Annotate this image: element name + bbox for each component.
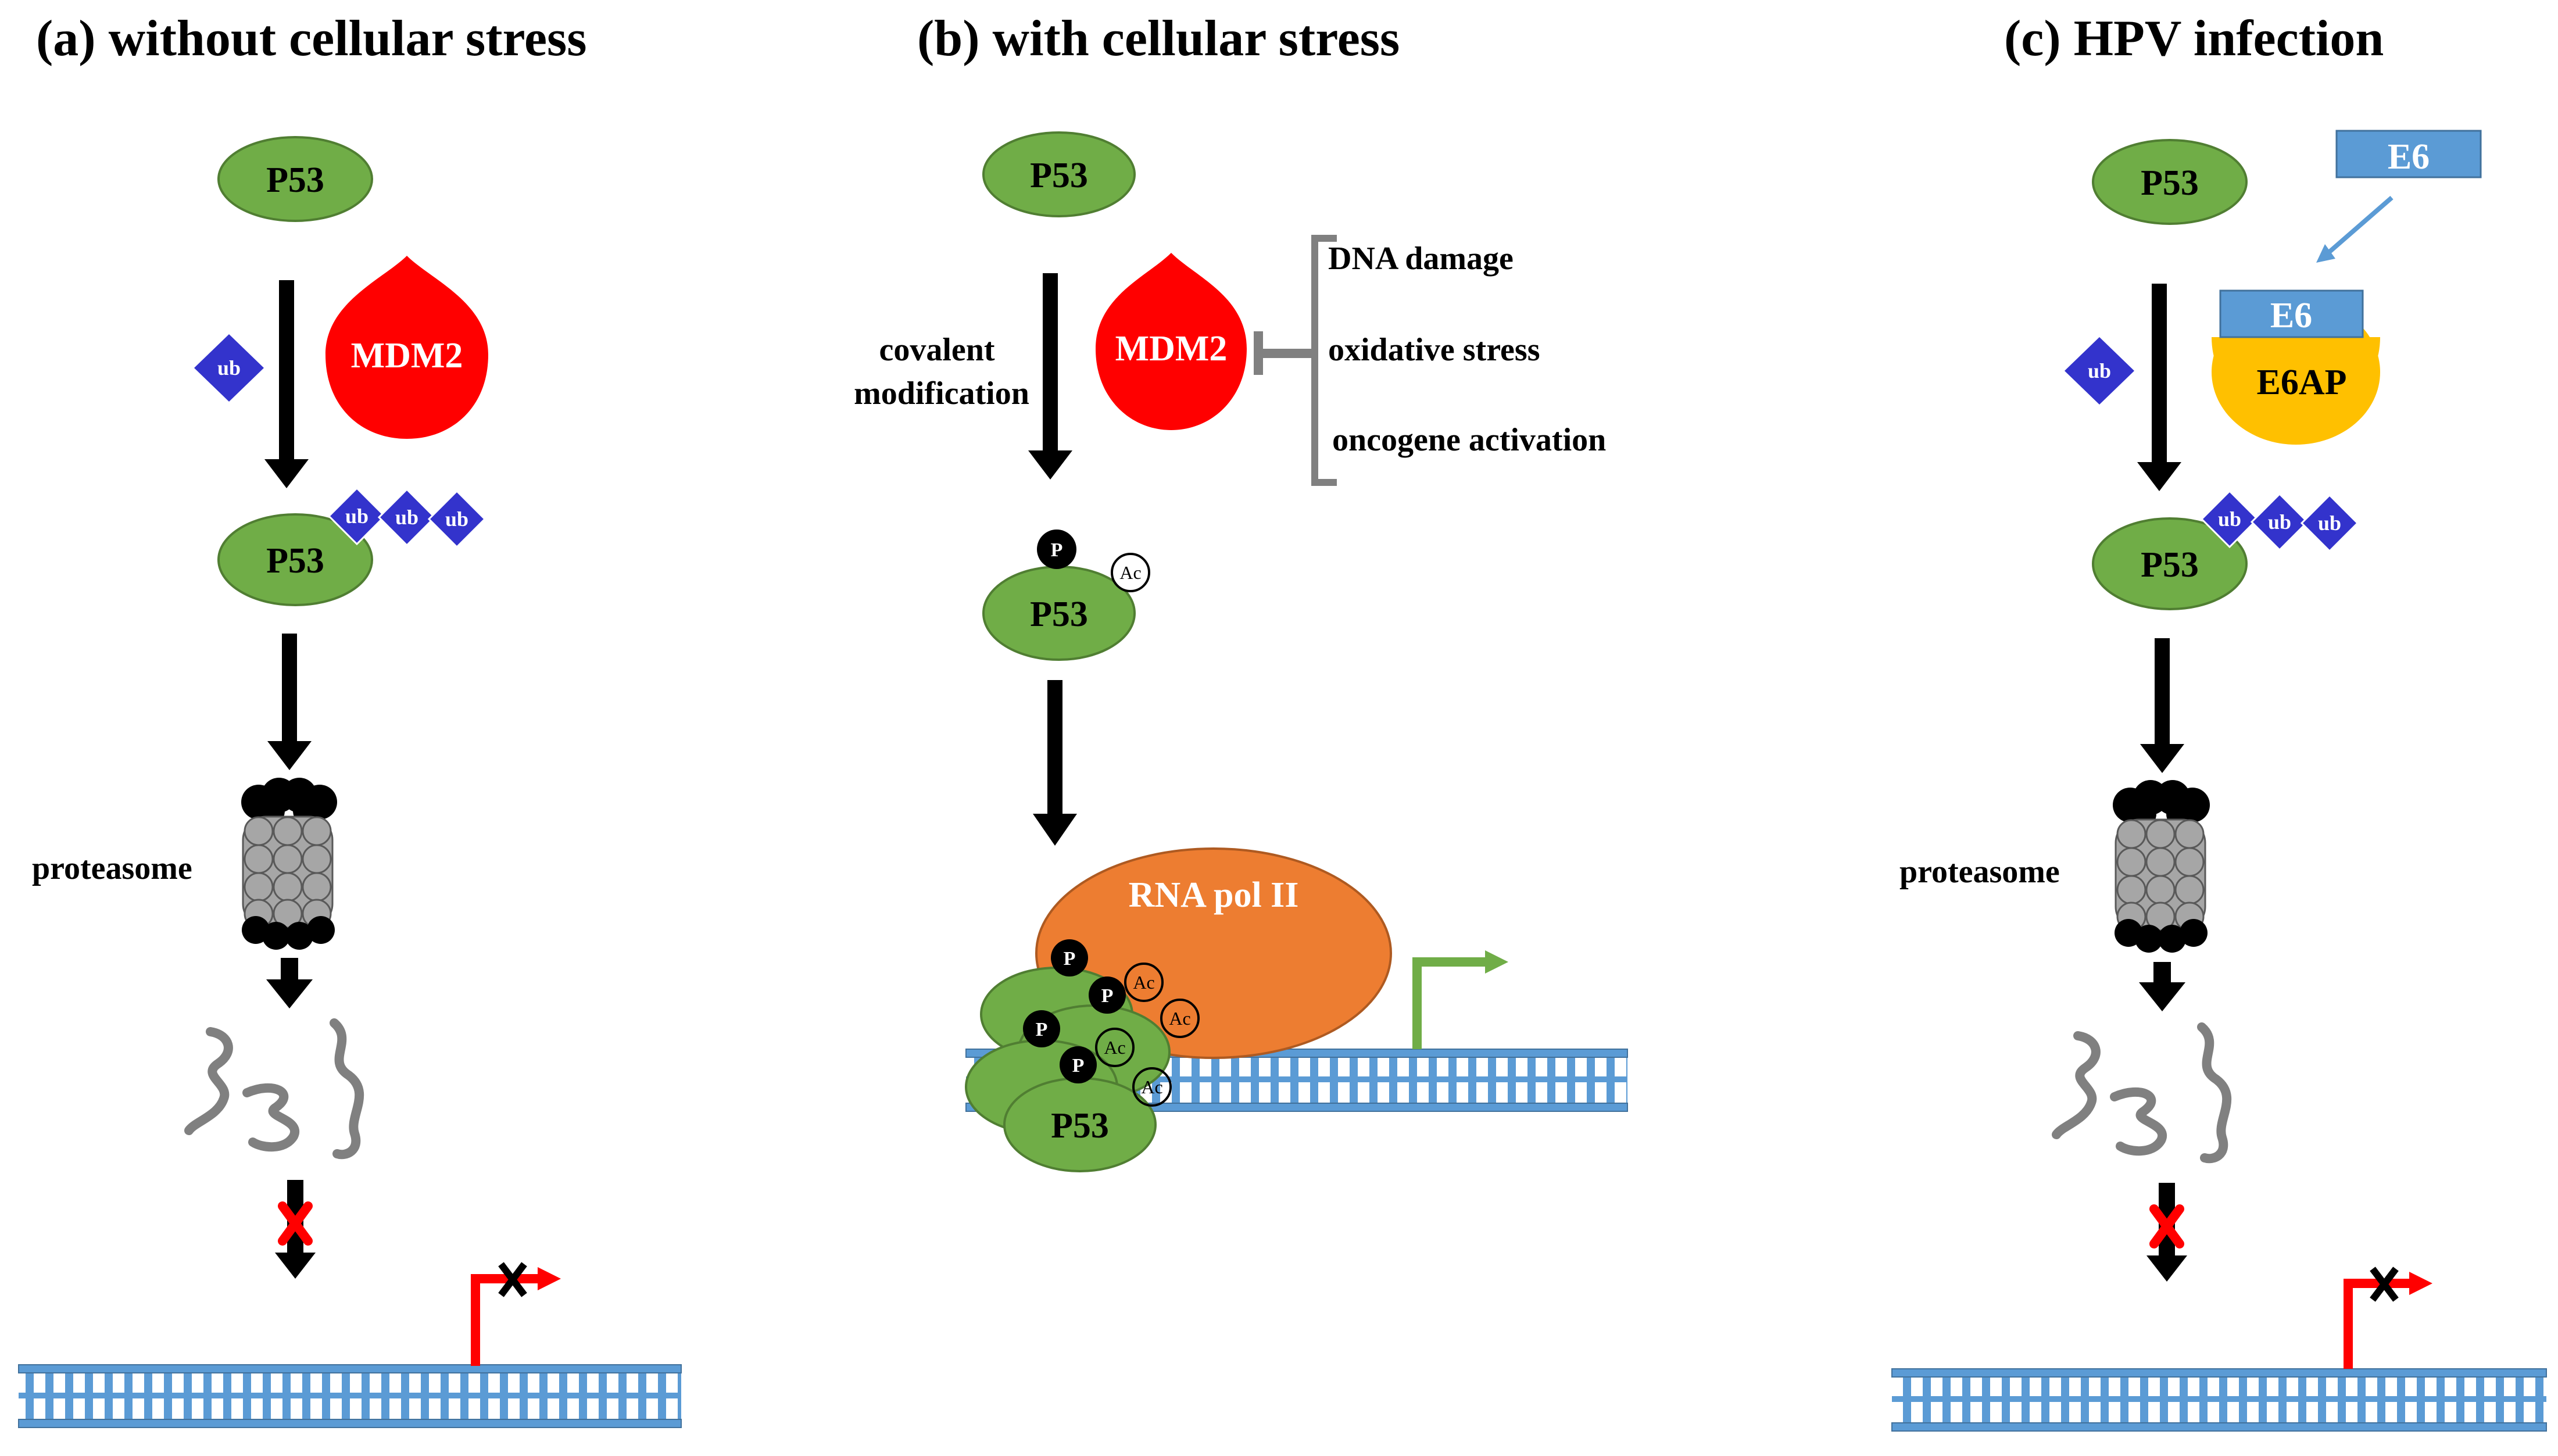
p53-label: P53	[2141, 163, 2199, 203]
ub-a-free: ub	[194, 334, 264, 402]
panel-a-title: (a) without cellular stress	[36, 10, 587, 67]
p53-label: P53	[1030, 156, 1088, 195]
phospho-marker	[1051, 939, 1088, 976]
p53-label: P53	[266, 160, 324, 200]
arrow-c1-head	[2137, 462, 2181, 491]
stress-factor-item: oncogene activation	[1332, 422, 1606, 458]
phospho-marker	[1089, 976, 1126, 1014]
ub-label: ub	[2268, 510, 2291, 534]
acetyl-marker	[1160, 999, 1200, 1038]
promoter-blocked-c	[2344, 1267, 2432, 1369]
acetyl-marker	[1095, 1028, 1135, 1067]
mdm2-label: MDM2	[351, 336, 463, 375]
degraded-peptide-c	[2052, 1022, 2232, 1164]
panel-a: (a) without cellular stress P53 MDM2 ub …	[18, 10, 682, 1428]
ub-label: ub	[395, 506, 418, 529]
e6-label: E6	[2270, 296, 2312, 335]
proteasome-cap-bottom	[242, 916, 335, 950]
proteasome-cap-bottom	[2115, 919, 2208, 953]
arrow-a3-head	[266, 979, 313, 1008]
acetyl-marker	[1132, 1067, 1172, 1107]
arrow-b1-head	[1028, 450, 1072, 480]
arrow-c4-head	[2146, 1255, 2187, 1282]
blocked-x-c	[2149, 1204, 2184, 1248]
ub-label: ub	[345, 505, 369, 528]
phospho-label: P	[1072, 1055, 1085, 1076]
phospho-marker	[1023, 1010, 1060, 1047]
degraded-peptide-a	[184, 1018, 364, 1160]
p53-a-ubiquitinated: P53	[217, 513, 373, 606]
proteasome-label: proteasome	[1899, 854, 2060, 890]
covalent-label-line2: modification	[854, 375, 1029, 412]
arrow-a4-head	[275, 1253, 316, 1279]
ub-c-free: ub	[2065, 337, 2134, 405]
e6-bound	[2219, 289, 2364, 338]
dna-c	[1891, 1368, 2547, 1432]
acetyl-marker	[1124, 963, 1164, 1002]
e6ap-label: E6AP	[2257, 363, 2347, 402]
proteasome-label: proteasome	[32, 850, 192, 886]
phospho-label: P	[1036, 1019, 1048, 1040]
mdm2-label: MDM2	[1115, 329, 1228, 369]
phospho-label: P	[1101, 985, 1114, 1007]
acetyl-label: Ac	[1133, 972, 1154, 993]
promoter-blocked-a	[471, 1262, 561, 1366]
p53-a-top: P53	[217, 136, 373, 222]
dna-a	[18, 1364, 682, 1428]
blocked-x-a	[278, 1201, 313, 1246]
phospho-label: P	[1064, 948, 1076, 970]
ub-label: ub	[445, 507, 468, 531]
panel-c: (c) HPV infection E6 P53 ub E6AP E6 P53	[1891, 10, 2547, 1432]
stress-factor-item: DNA damage	[1328, 241, 1514, 277]
p53-label: P53	[2141, 545, 2199, 585]
phospho-marker	[1060, 1046, 1097, 1083]
p53-c-ubiquitinated: P53	[2092, 517, 2248, 610]
ub-label: ub	[217, 356, 241, 380]
promoter-active-b	[1412, 950, 1508, 1049]
acetyl-marker	[1111, 553, 1150, 592]
stress-factor-item: oxidative stress	[1328, 332, 1540, 368]
panel-c-title: (c) HPV infection	[2004, 10, 2384, 67]
p53-b-top: P53	[982, 131, 1136, 217]
ub-label: ub	[2088, 359, 2111, 382]
inhibition-bracket	[1254, 235, 1337, 486]
e6-free: E6	[2335, 130, 2482, 178]
rna-pol-label: RNA pol II	[1129, 875, 1299, 915]
e6-label: E6	[2388, 137, 2430, 177]
p53-b-modified: P53 P Ac	[982, 530, 1150, 661]
acetyl-label: Ac	[1104, 1037, 1125, 1058]
phospho-label: P	[1051, 539, 1063, 561]
mdm2-a: MDM2	[325, 256, 488, 439]
covalent-label-line1: covalent	[879, 332, 994, 368]
e6-e6ap-complex: E6AP E6	[2212, 289, 2380, 445]
ub-chain-c: ub ub ub	[2200, 489, 2359, 553]
panel-b: (b) with cellular stress P53 covalent mo…	[854, 10, 1628, 1172]
acetyl-label: Ac	[1119, 562, 1141, 583]
proteasome-c	[2113, 780, 2210, 953]
acetyl-label: Ac	[1141, 1076, 1162, 1097]
panel-b-title: (b) with cellular stress	[917, 10, 1400, 67]
arrow-e6-binding-head	[2316, 244, 2335, 263]
arrow-c3-head	[2139, 982, 2185, 1011]
arrow-c2-head	[2140, 744, 2184, 773]
ub-chain-a: ub ub ub	[327, 486, 486, 549]
proteasome-a	[241, 778, 337, 950]
arrow-e6-binding	[2323, 195, 2394, 258]
acetyl-label: Ac	[1169, 1008, 1190, 1029]
mdm2-b: MDM2	[1096, 253, 1247, 430]
stress-factor-list: DNA damage oxidative stress oncogene act…	[1328, 241, 1606, 458]
p53-c-top: P53	[2092, 139, 2248, 225]
arrow-b2-head	[1033, 814, 1077, 846]
p53-label: P53	[1030, 595, 1088, 634]
ub-label: ub	[2218, 507, 2241, 531]
p53-label: P53	[266, 541, 324, 581]
ub-label: ub	[2318, 511, 2341, 535]
phospho-marker	[1037, 530, 1076, 569]
arrow-a1-head	[264, 459, 309, 488]
arrow-a2-head	[267, 741, 312, 770]
p53-label: P53	[1051, 1106, 1109, 1146]
p53-tetramer: P53 P P P P Ac Ac Ac Ac	[965, 939, 1200, 1172]
